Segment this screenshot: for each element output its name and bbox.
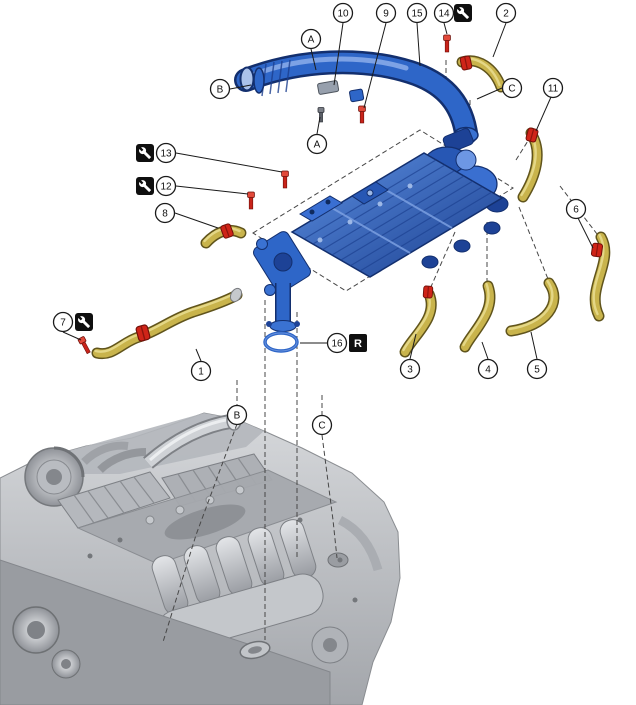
- svg-text:C: C: [318, 421, 325, 432]
- hose-5: [505, 277, 560, 337]
- svg-text:4: 4: [485, 365, 491, 376]
- valve-cover-left: [57, 471, 171, 529]
- callout-9: 9: [375, 2, 397, 24]
- engine-assembly: [0, 409, 401, 705]
- callout-12: 12: [155, 175, 177, 197]
- callout-4: 4: [477, 358, 499, 380]
- hose-clamp-3: [422, 285, 434, 299]
- svg-text:7: 7: [60, 318, 66, 329]
- callout-b-top: B: [209, 78, 231, 100]
- exhaust-tube: [97, 448, 147, 473]
- projection-lines: [162, 60, 598, 643]
- bolt-dots: [87, 517, 358, 603]
- callout-13: 13: [155, 142, 177, 164]
- egr-pipe-assembly: [234, 50, 479, 145]
- hose-fitting: [229, 287, 243, 303]
- svg-text:16: 16: [331, 339, 343, 350]
- bolt-13: [281, 170, 289, 189]
- reuse-badge: R: [349, 334, 367, 352]
- callout-c-top: C: [501, 77, 523, 99]
- callouts: 10 9 15 14 2 A B C 11 A 13 12 8 6 7 1 16…: [52, 2, 587, 436]
- svg-text:2: 2: [503, 9, 509, 20]
- svg-text:6: 6: [573, 205, 579, 216]
- cooler-body-bolts: [317, 183, 413, 243]
- svg-text:3: 3: [407, 365, 413, 376]
- head-cavity: [164, 504, 246, 540]
- hose-6: [589, 231, 611, 322]
- svg-text:R: R: [354, 338, 362, 350]
- svg-text:10: 10: [337, 9, 349, 20]
- egr-cooler-assembly: [253, 128, 509, 332]
- idler-pulley: [51, 649, 81, 679]
- callout-15: 15: [406, 2, 428, 24]
- pipe-bracket: [317, 80, 340, 95]
- wrench-icon: [136, 144, 154, 162]
- hose-3: [399, 288, 437, 358]
- callout-b-lower: B: [226, 404, 248, 426]
- callout-6: 6: [565, 198, 587, 220]
- svg-text:B: B: [217, 85, 224, 96]
- svg-text:1: 1: [198, 367, 204, 378]
- crank-pulley: [12, 606, 60, 654]
- exhaust-tube: [81, 441, 129, 465]
- svg-text:11: 11: [548, 84, 559, 95]
- callout-11: 11: [542, 77, 564, 99]
- hose-4: [459, 280, 496, 353]
- svg-text:14: 14: [438, 9, 450, 20]
- callout-14: 14: [433, 2, 455, 24]
- callout-7: 7: [52, 311, 74, 333]
- hose-clamp-6: [590, 242, 604, 258]
- svg-text:A: A: [308, 35, 315, 46]
- hose-clamp-2: [459, 55, 473, 71]
- callout-a-top: A: [300, 28, 322, 50]
- svg-text:9: 9: [383, 9, 389, 20]
- rib-lines: [73, 476, 155, 524]
- hose-1: [91, 287, 243, 360]
- pipe-sensor-block: [349, 88, 365, 103]
- egr-valve-motor: [442, 128, 474, 153]
- svg-text:13: 13: [160, 149, 172, 160]
- alternator: [311, 626, 349, 664]
- callout-10: 10: [332, 2, 354, 24]
- callout-a-mid: A: [306, 133, 328, 155]
- cooler-hose-ports: [421, 221, 501, 269]
- callout-16: 16: [326, 332, 348, 354]
- bolt-12: [247, 191, 255, 210]
- callout-2: 2: [495, 2, 517, 24]
- egr-mount-port: [239, 640, 271, 660]
- pipe-flange-ring: [253, 67, 265, 94]
- svg-text:A: A: [314, 140, 321, 151]
- callout-c-lower: C: [311, 414, 333, 436]
- cooler-mount-bracket: [299, 195, 343, 222]
- turbocharger: [24, 446, 85, 507]
- cooler-down-pipe: [266, 283, 300, 332]
- wrench-icon: [136, 177, 154, 195]
- callout-5: 5: [526, 358, 548, 380]
- hoses: [91, 55, 611, 360]
- o-ring: [263, 331, 299, 353]
- svg-text:5: 5: [534, 365, 540, 376]
- svg-text:12: 12: [160, 182, 172, 193]
- wrench-icon: [454, 4, 472, 22]
- callout-3: 3: [399, 358, 421, 380]
- callout-8: 8: [154, 202, 176, 224]
- engine-block-lower: [0, 559, 331, 705]
- svg-text:15: 15: [411, 9, 423, 20]
- bolt-9: [358, 105, 366, 124]
- callout-1: 1: [190, 360, 212, 382]
- leader-lines: [62, 22, 594, 362]
- bolt-a: [317, 107, 325, 123]
- bolt-14: [443, 34, 451, 53]
- svg-text:B: B: [234, 411, 241, 422]
- wrench-icon: [75, 313, 93, 331]
- cooler-inlet-flange: [253, 231, 311, 296]
- coolant-pipe: [337, 515, 383, 572]
- svg-text:C: C: [508, 84, 515, 95]
- svg-text:8: 8: [162, 209, 168, 220]
